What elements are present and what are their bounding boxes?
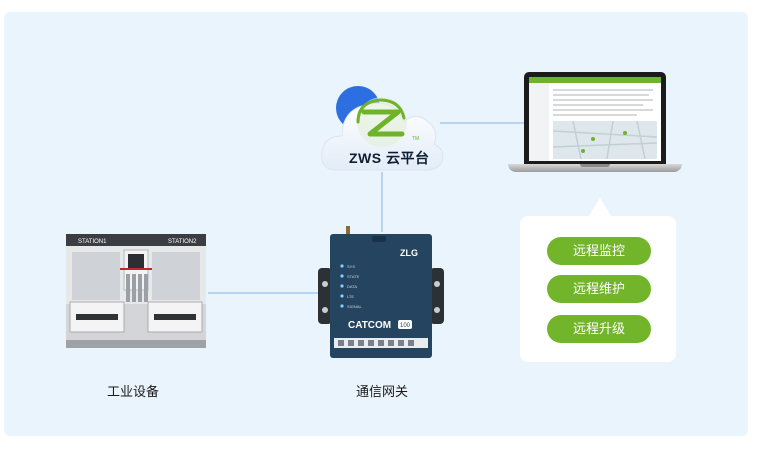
cloud-platform-label: ZWS 云平台 [349,150,430,166]
remote-upgrade-button[interactable]: 远程升级 [547,315,651,343]
laptop-monitor [508,72,682,176]
dashboard-row [553,89,653,91]
remote-maintenance-button[interactable]: 远程维护 [547,275,651,303]
dashboard-row [553,94,649,96]
industrial-machine-icon: STATION1 STATION2 [66,234,206,348]
map-roads-icon [552,120,658,160]
led-signal: SIGNAL [347,304,362,309]
gateway-model: CATCOM [348,320,391,331]
dashboard-row [553,109,653,111]
remote-monitoring-button[interactable]: 远程监控 [547,237,651,265]
communication-gateway: ZLG SYS STATE DATA LTE SIGNAL CATCOM 100 [318,226,444,360]
callout-pointer [588,198,612,217]
station2-label: STATION2 [168,239,197,245]
dashboard-screenshot [529,77,661,161]
industrial-equipment: STATION1 STATION2 [64,230,208,352]
function-callout: 远程监控 远程维护 远程升级 [520,216,676,362]
dashboard-row [553,99,653,101]
industrial-equipment-label: 工业设备 [107,384,160,399]
cloud-icon: TM [321,86,444,171]
laptop-screen [524,72,666,164]
laptop-notch [580,164,610,167]
led-data: DATA [347,284,357,289]
gateway-device-icon: ZLG SYS STATE DATA LTE SIGNAL CATCOM 100 [318,226,444,358]
led-sys: SYS [347,264,355,269]
dashboard-row [553,104,643,106]
trademark-mark: TM [412,136,419,142]
dashboard-row [553,114,637,116]
gateway-model-suffix: 100 [400,323,411,329]
dashboard-sidebar [529,83,549,161]
communication-gateway-label: 通信网关 [356,384,409,399]
laptop-base [508,164,682,172]
gateway-brand: ZLG [400,248,418,258]
dashboard-map [552,120,658,160]
cloud-platform: TM [318,78,448,176]
led-state: STATE [347,274,360,279]
station1-label: STATION1 [78,239,107,245]
led-lte: LTE [347,294,354,299]
dashboard-header-bar [529,77,661,83]
